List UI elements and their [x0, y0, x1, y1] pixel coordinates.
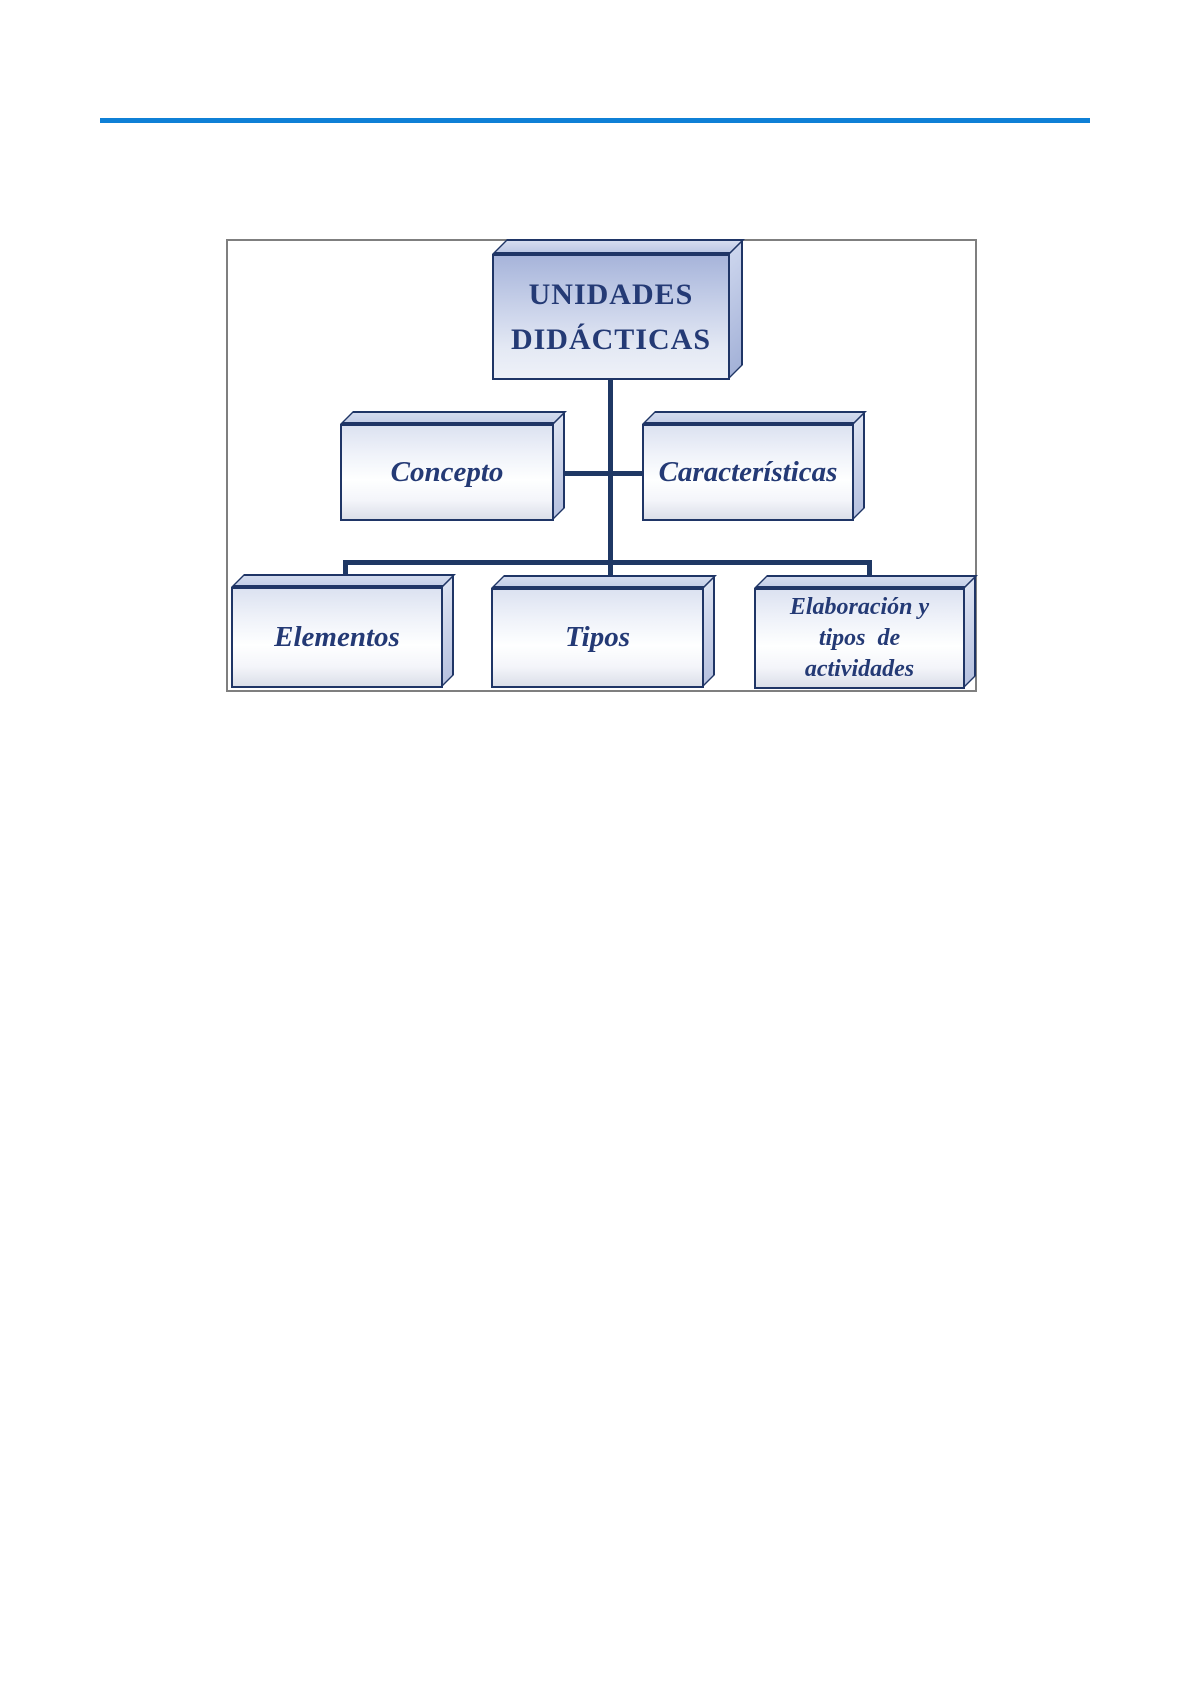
- diagram-node-unidades-didacticas: UNIDADES DIDÁCTICAS: [492, 254, 730, 380]
- node-label-line2: tipos de: [818, 625, 901, 651]
- node-label-line2: DIDÁCTICAS: [510, 323, 712, 356]
- node-label: UNIDADES DIDÁCTICAS: [511, 272, 711, 362]
- diagram-frame: UNIDADES DIDÁCTICAS Concepto Característ…: [226, 239, 977, 692]
- diagram-node-caracteristicas: Características: [642, 424, 854, 521]
- diagram-node-concepto: Concepto: [340, 424, 554, 521]
- connector-elbow-left: [343, 560, 348, 579]
- diagram-node-elaboracion-actividades: Elaboración y tipos de actividades: [754, 588, 965, 689]
- node-label-line1: UNIDADES: [528, 278, 694, 311]
- node-label: Concepto: [390, 455, 504, 488]
- diagram-node-elementos: Elementos: [231, 587, 443, 688]
- header-rule: [100, 118, 1090, 123]
- node-label-line1: Elaboración y: [789, 594, 930, 620]
- node-label: Características: [658, 455, 838, 488]
- node-label: Tipos: [565, 621, 630, 654]
- node-label: Elaboración y tipos de actividades: [790, 592, 929, 685]
- connector-elbow-right: [867, 560, 872, 579]
- connector-vertical-main: [608, 376, 613, 578]
- diagram-node-tipos: Tipos: [491, 588, 704, 688]
- node-label: Elementos: [274, 620, 400, 653]
- node-label-line3: actividades: [804, 656, 915, 682]
- connector-horizontal-mid: [548, 471, 648, 476]
- connector-horizontal-bottom: [343, 560, 872, 565]
